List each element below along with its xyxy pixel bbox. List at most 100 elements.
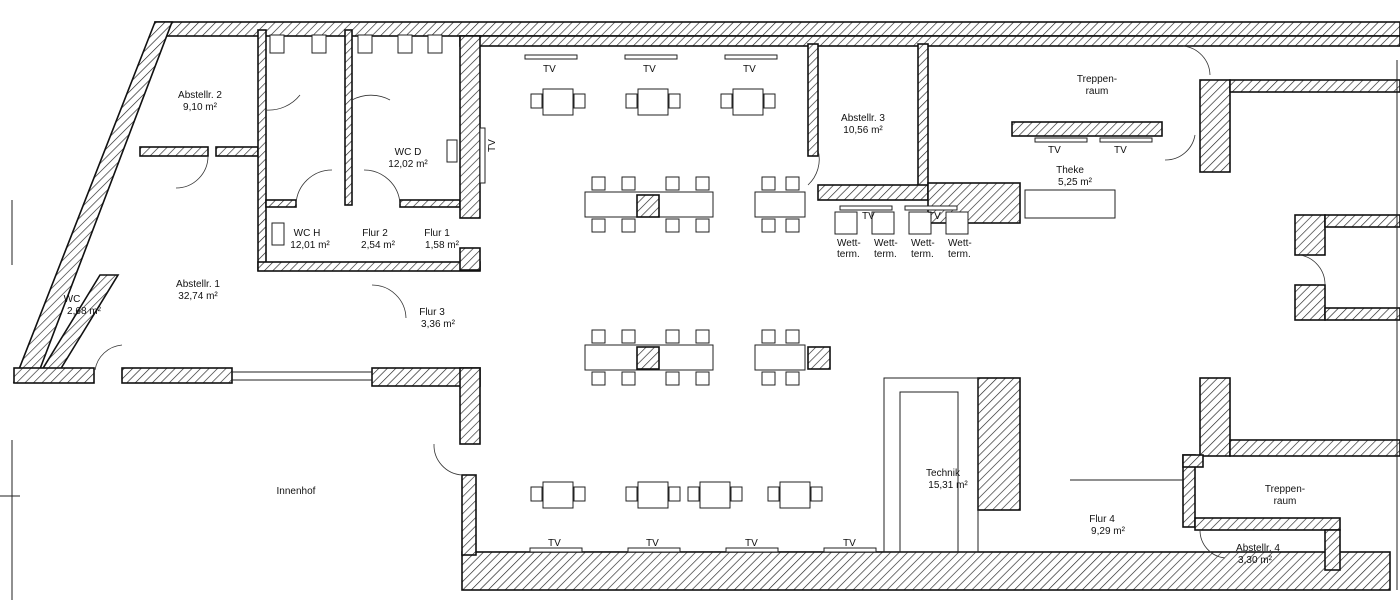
tv-unit bbox=[724, 54, 778, 60]
pillar bbox=[636, 194, 660, 218]
room-area: 32,74 m² bbox=[178, 291, 218, 302]
chair bbox=[591, 329, 606, 344]
wett-terminal-label: term. bbox=[911, 249, 934, 260]
chair bbox=[785, 329, 800, 344]
tv-unit bbox=[529, 547, 583, 553]
chair bbox=[720, 93, 733, 109]
room-name: Flur 1 bbox=[424, 228, 450, 239]
tv-label: TV bbox=[1048, 145, 1061, 156]
table bbox=[542, 481, 574, 509]
wett-terminal bbox=[871, 211, 895, 235]
tv-label: TV bbox=[745, 538, 758, 549]
tv-unit bbox=[823, 547, 877, 553]
room-area: raum bbox=[1086, 86, 1109, 97]
thin-lines bbox=[0, 60, 1398, 600]
tv-unit bbox=[1099, 137, 1153, 143]
room-area: 12,01 m² bbox=[290, 240, 330, 251]
tv-unit bbox=[479, 127, 486, 184]
room-name: Treppen- bbox=[1265, 484, 1305, 495]
tv-label: TV bbox=[646, 538, 659, 549]
tv-unit bbox=[725, 547, 779, 553]
chair bbox=[621, 371, 636, 386]
room-area: 2,54 m² bbox=[361, 240, 396, 251]
room-name: Abstellr. 4 bbox=[1236, 543, 1280, 554]
chair bbox=[695, 371, 710, 386]
chair bbox=[761, 218, 776, 233]
room-name: Technik bbox=[926, 468, 961, 479]
chair bbox=[785, 371, 800, 386]
chair bbox=[761, 371, 776, 386]
wett-terminal bbox=[945, 211, 969, 235]
doors bbox=[94, 45, 1326, 559]
chair bbox=[621, 218, 636, 233]
room-name: WC D bbox=[395, 147, 422, 158]
chair bbox=[668, 486, 681, 502]
chair bbox=[761, 176, 776, 191]
sink bbox=[271, 222, 285, 246]
room-name: WC bbox=[64, 294, 81, 305]
toilet bbox=[269, 34, 285, 54]
room-area: 5,25 m² bbox=[1058, 177, 1093, 188]
table bbox=[732, 88, 764, 116]
toilet bbox=[427, 34, 443, 54]
table bbox=[779, 481, 811, 509]
chair bbox=[761, 329, 776, 344]
room-name: WC H bbox=[294, 228, 321, 239]
chair bbox=[621, 329, 636, 344]
chair bbox=[695, 329, 710, 344]
room-name: Flur 3 bbox=[419, 307, 445, 318]
room-name: Flur 4 bbox=[1089, 514, 1115, 525]
room-labels: Abstellr. 2 9,10 m² WC D 12,02 m² Abstel… bbox=[64, 74, 1305, 566]
tv-unit bbox=[627, 547, 681, 553]
toilet bbox=[397, 34, 413, 54]
chair bbox=[625, 93, 638, 109]
wett-terminal-label: Wett- bbox=[874, 238, 898, 249]
furniture bbox=[269, 34, 1153, 553]
tv-unit bbox=[624, 54, 678, 60]
chair bbox=[573, 486, 586, 502]
chair bbox=[767, 486, 780, 502]
sink bbox=[446, 139, 458, 163]
wett-terminal-label: term. bbox=[874, 249, 897, 260]
chair bbox=[621, 176, 636, 191]
pillar bbox=[636, 346, 660, 370]
chair bbox=[591, 176, 606, 191]
room-name: Theke bbox=[1056, 165, 1084, 176]
chair bbox=[730, 486, 743, 502]
tv-unit bbox=[904, 205, 958, 211]
tv-unit bbox=[1034, 137, 1088, 143]
chair bbox=[763, 93, 776, 109]
tv-label: TV bbox=[543, 64, 556, 75]
tv-label: TV bbox=[1114, 145, 1127, 156]
wett-terminal-label: Wett- bbox=[911, 238, 935, 249]
wett-terminal-label: term. bbox=[837, 249, 860, 260]
tv-label: TV bbox=[548, 538, 561, 549]
tv-label: TV bbox=[643, 64, 656, 75]
room-area: 9,10 m² bbox=[183, 102, 218, 113]
room-area: 1,58 m² bbox=[425, 240, 460, 251]
wett-terminals: Wett- term. Wett- term. Wett- term. Wett… bbox=[837, 238, 972, 260]
room-area: 3,36 m² bbox=[421, 319, 456, 330]
tv-unit bbox=[839, 205, 893, 211]
pillar bbox=[807, 346, 831, 370]
chair bbox=[665, 176, 680, 191]
chair bbox=[687, 486, 700, 502]
wett-terminal-label: Wett- bbox=[948, 238, 972, 249]
tv-label: TV bbox=[928, 211, 941, 222]
room-area: 15,31 m² bbox=[928, 480, 968, 491]
table bbox=[637, 88, 669, 116]
toilet bbox=[357, 34, 373, 54]
tv-label: TV bbox=[862, 211, 875, 222]
room-area: 2,68 m² bbox=[67, 306, 102, 317]
room-area: 12,02 m² bbox=[388, 159, 428, 170]
chair bbox=[665, 218, 680, 233]
tv-unit bbox=[524, 54, 578, 60]
room-name: Treppen- bbox=[1077, 74, 1117, 85]
chair bbox=[665, 371, 680, 386]
chair bbox=[668, 93, 681, 109]
tv-label: TV bbox=[487, 139, 498, 152]
room-name: Abstellr. 2 bbox=[178, 90, 222, 101]
room-area: 3,30 m² bbox=[1238, 555, 1273, 566]
wett-terminal bbox=[908, 211, 932, 235]
chair bbox=[695, 176, 710, 191]
